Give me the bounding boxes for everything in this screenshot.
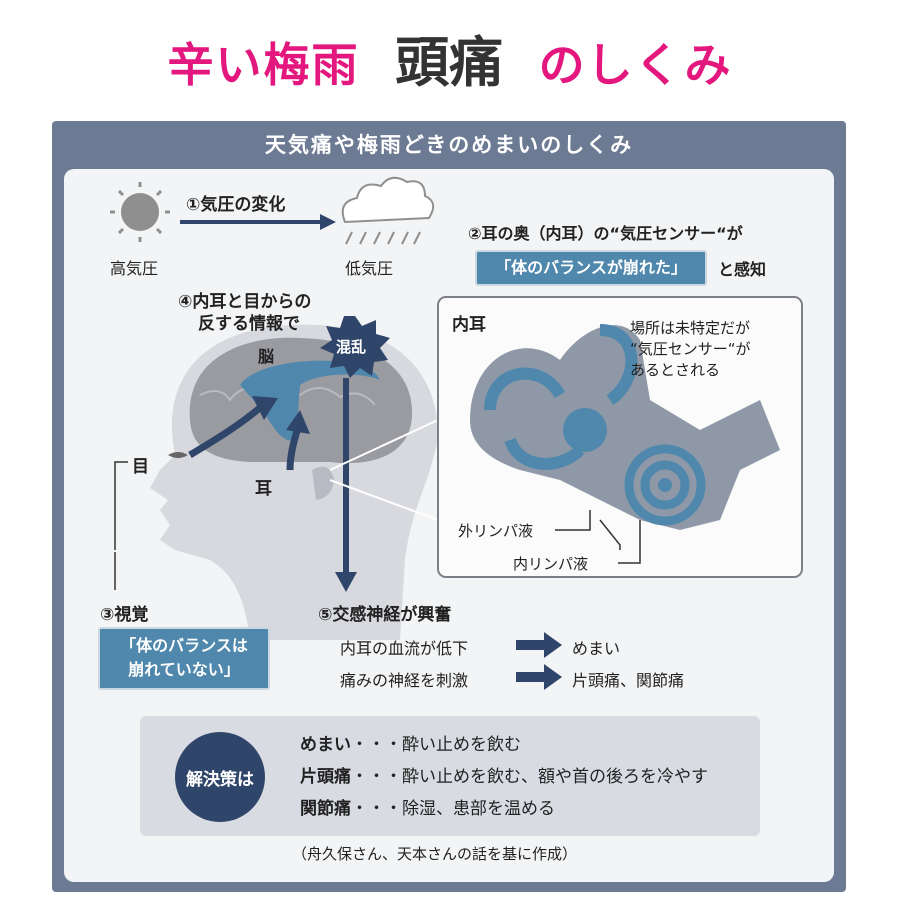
solution-text: 酔い止めを飲む、額や首の後ろを冷やす — [402, 767, 708, 787]
solution-sep: ・・・ — [351, 799, 402, 819]
brain-label: 脳 — [258, 347, 275, 366]
step4-line2: 反する情報で — [198, 314, 300, 334]
solution-item: めまい・・・酔い止めを飲む — [300, 730, 521, 755]
inner-ear-note-1: 場所は未特定だが — [630, 319, 751, 337]
inner-ear-note-3: あるとされる — [630, 361, 721, 379]
endolymph-label: 内リンパ液 — [513, 555, 589, 573]
step3-box-line2: 崩れていない」 — [128, 660, 240, 679]
figure-title: 天気痛や梅雨どきのめまいのしくみ — [264, 133, 634, 157]
step4-line1: ④内耳と目からの — [178, 292, 312, 312]
solution-sep: ・・・ — [351, 735, 402, 755]
perilymph-label: 外リンパ液 — [458, 522, 534, 540]
solution-text: 除湿、患部を温める — [402, 799, 555, 819]
effect-cause-1: 内耳の血流が低下 — [340, 639, 469, 658]
page-header: 辛い梅雨 頭痛 のしくみ — [0, 18, 900, 97]
solution-item: 関節痛・・・除湿、患部を温める — [300, 794, 555, 819]
low-pressure-label: 低気圧 — [345, 259, 394, 278]
step3-box-line1: 「体のバランスは — [120, 636, 248, 655]
header-left: 辛い梅雨 — [167, 38, 360, 92]
step2-label: ②耳の奥（内耳）の“気圧センサー“が — [468, 224, 743, 243]
header-right: のしくみ — [538, 38, 733, 92]
step5-label: ⑤交感神経が興奮 — [318, 605, 452, 625]
high-pressure-label: 高気圧 — [110, 259, 159, 278]
step1-label: ①気圧の変化 — [186, 195, 286, 215]
solution-name: 関節痛 — [300, 799, 351, 819]
step2-suffix: と感知 — [718, 260, 767, 279]
solution-sep: ・・・ — [351, 767, 402, 787]
confusion-label: 混乱 — [336, 338, 367, 356]
solution-text: 酔い止めを飲む — [402, 735, 521, 755]
solution-item: 片頭痛・・・酔い止めを飲む、額や首の後ろを冷やす — [300, 762, 708, 787]
step2-box: 「体のバランスが崩れた」 — [475, 250, 707, 286]
solution-name: 片頭痛 — [300, 767, 351, 787]
inner-ear-note-2: “気圧センサー“が — [630, 340, 751, 358]
effect-result-1: めまい — [572, 639, 621, 658]
source-note: （舟久保さん、天本さんの話を基に作成） — [292, 845, 578, 863]
solutions-badge: 解決策は — [175, 732, 265, 822]
header-center: 頭痛 — [395, 31, 504, 94]
inner-ear-title: 内耳 — [452, 315, 486, 335]
eye-label: 目 — [132, 457, 149, 477]
step3-box: 「体のバランスは 崩れていない」 — [98, 627, 270, 690]
effect-cause-2: 痛みの神経を刺激 — [340, 671, 469, 690]
step3-label: ③視覚 — [100, 605, 149, 625]
effect-result-2: 片頭痛、関節痛 — [572, 671, 685, 690]
ear-label: 耳 — [255, 479, 272, 499]
solution-name: めまい — [300, 735, 351, 755]
